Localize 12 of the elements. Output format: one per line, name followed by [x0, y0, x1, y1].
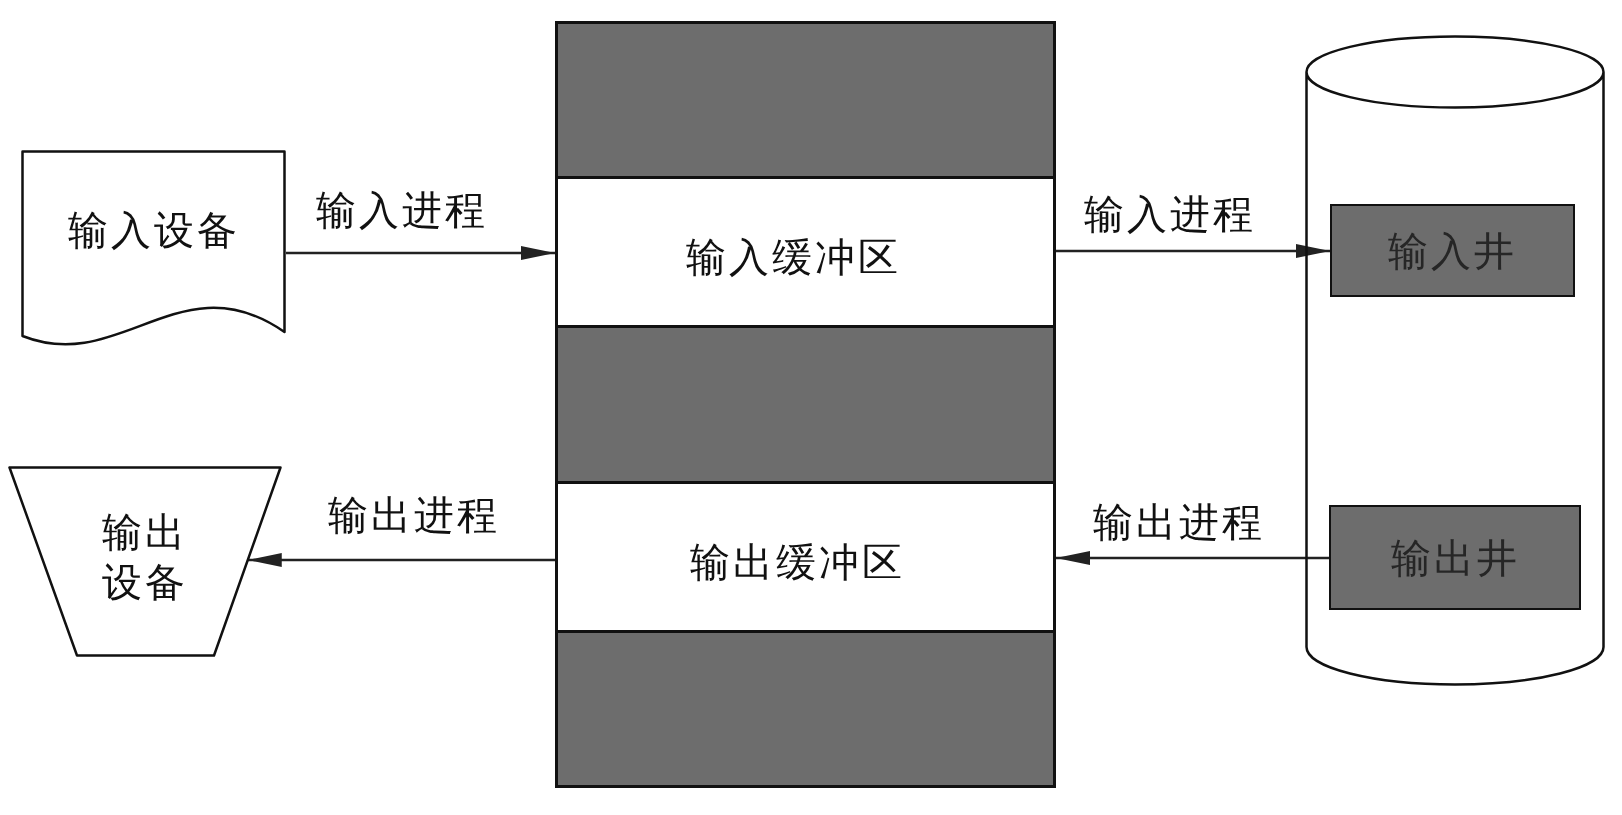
arrow [247, 553, 555, 567]
memory-column [555, 21, 1056, 788]
arrow [286, 246, 555, 260]
buffer-band: 输出缓冲区 [555, 481, 1056, 633]
disk-cylinder [1305, 35, 1605, 686]
document-shape: 输入设备 [21, 150, 286, 346]
arrow [1056, 244, 1330, 258]
well-box: 输出井 [1329, 505, 1581, 610]
arrow [1056, 551, 1329, 565]
trapezoid-shape: 输出设备 [8, 466, 282, 657]
buffer-band: 输入缓冲区 [555, 176, 1056, 328]
well-box: 输入井 [1330, 204, 1575, 297]
